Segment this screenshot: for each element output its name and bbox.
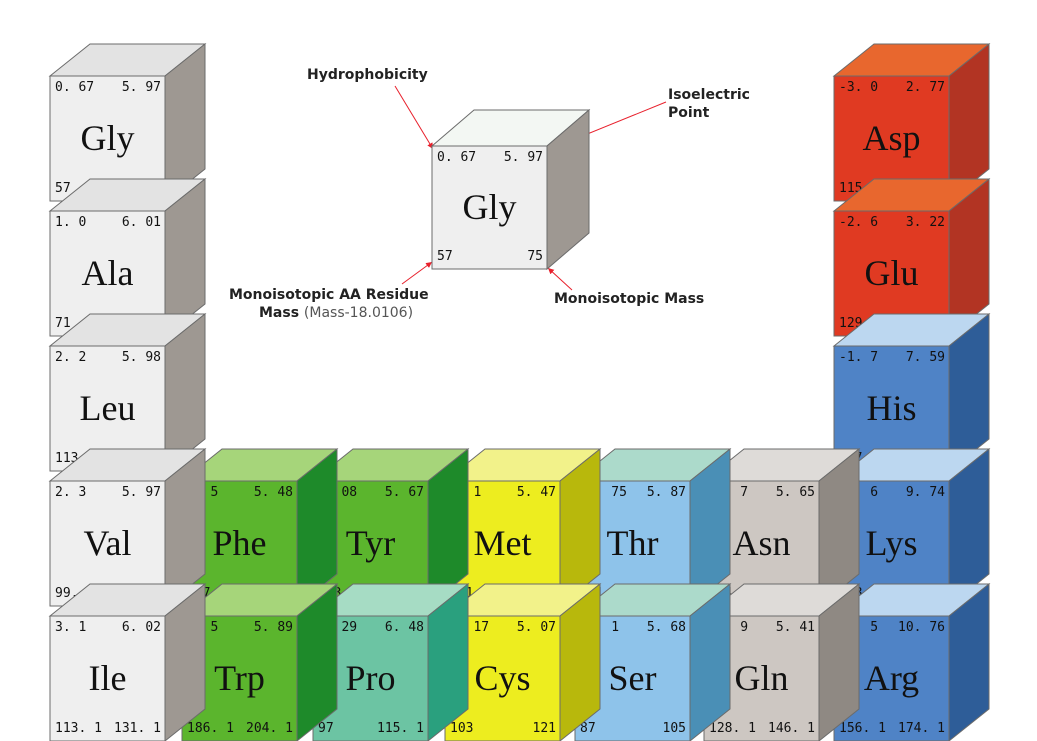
mono-mass-callout-label: Monoisotopic Mass xyxy=(554,291,705,307)
hydrophobicity-arrow xyxy=(394,85,434,150)
amino-acid-symbol: Ile xyxy=(88,657,127,698)
residue-mass-value: 113. 1 xyxy=(55,721,102,736)
residue-mass-callout: Monoisotopic AA Residue Mass (Mass-18.01… xyxy=(229,286,429,322)
legend-cube: Gly 0. 67 5. 97 57 75 xyxy=(430,108,591,271)
isoelectric-point-value: 3. 22 xyxy=(905,215,945,230)
residue-mass-callout-line1: Monoisotopic AA Residue xyxy=(229,287,429,303)
element-cube-asp: Asp-3. 02. 77115133 xyxy=(832,42,991,203)
amino-acid-symbol: Cys xyxy=(474,657,531,698)
amino-acid-symbol: Gly xyxy=(462,186,517,227)
mono-mass-callout: Monoisotopic Mass xyxy=(554,290,704,308)
mono-mass-value: 105 xyxy=(662,721,686,736)
amino-acid-symbol: Lys xyxy=(865,522,918,563)
isoelectric-point-value: 5. 67 xyxy=(384,485,424,500)
element-cube-his: His-1. 77. 59137. 1155. 1 xyxy=(832,312,991,473)
element-cube-glu: Glu-2. 63. 22129147 xyxy=(832,177,991,338)
mono-mass-value: 121 xyxy=(532,721,556,736)
isoelectric-point-value: 5. 89 xyxy=(253,620,293,635)
isoelectric-point-value: 5. 65 xyxy=(775,485,815,500)
hydrophobicity-value: -1. 7 xyxy=(839,350,879,365)
mono-mass-arrow xyxy=(547,267,573,291)
amino-acid-symbol: Met xyxy=(473,522,532,563)
cube-front-face xyxy=(49,615,166,741)
isoelectric-point-value: 5. 98 xyxy=(121,350,161,365)
isoelectric-callout-line2: Point xyxy=(668,105,710,121)
amino-acid-symbol: His xyxy=(866,387,917,428)
residue-mass-arrow xyxy=(401,261,433,285)
hydrophobicity-value: -3. 0 xyxy=(839,80,879,95)
residue-mass-value: 129 xyxy=(839,316,863,331)
hydrophobicity-callout: Hydrophobicity xyxy=(307,66,428,84)
isoelectric-point-value: 6. 02 xyxy=(121,620,161,635)
mono-mass-value: 131. 1 xyxy=(114,721,161,736)
element-cube-asn: Asn-2. 75. 65114132 xyxy=(702,447,861,608)
amino-acid-symbol: Ala xyxy=(81,252,134,293)
amino-acid-symbol: Asp xyxy=(862,117,921,158)
isoelectric-point-value: 5. 48 xyxy=(253,485,293,500)
residue-mass-value: 57 xyxy=(55,181,71,196)
hydrophobicity-value: -2. 6 xyxy=(839,215,879,230)
mono-mass-value: 75 xyxy=(527,249,543,264)
hydrophobicity-value: 3. 1 xyxy=(55,620,87,635)
hydrophobicity-value: 0. 67 xyxy=(437,150,477,165)
mono-mass-value: 115. 1 xyxy=(377,721,424,736)
isoelectric-point-value: 7. 59 xyxy=(905,350,945,365)
amino-acid-symbol: Tyr xyxy=(345,522,396,563)
amino-acid-symbol: Glu xyxy=(864,252,919,293)
amino-acid-symbol: Gln xyxy=(734,657,789,698)
amino-acid-symbol: Pro xyxy=(345,657,396,698)
residue-mass-value: 57 xyxy=(437,249,453,264)
hydrophobicity-value: 2. 2 xyxy=(55,350,87,365)
isoelectric-callout: Isoelectric Point xyxy=(668,86,750,122)
mono-mass-value: 146. 1 xyxy=(768,721,815,736)
isoelectric-point-value: 5. 41 xyxy=(775,620,815,635)
residue-mass-callout-note: (Mass-18.0106) xyxy=(303,305,414,321)
amino-acid-symbol: Val xyxy=(83,522,132,563)
isoelectric-point-value: 5. 87 xyxy=(646,485,686,500)
amino-acid-symbol: Phe xyxy=(212,522,267,563)
amino-acid-symbol: Ser xyxy=(608,657,657,698)
isoelectric-point-value: 2. 77 xyxy=(905,80,945,95)
isoelectric-point-value: 5. 97 xyxy=(503,150,543,165)
residue-mass-callout-line2: Mass xyxy=(259,305,300,321)
amino-acid-symbol: Trp xyxy=(214,657,265,698)
amino-acid-symbol: Gly xyxy=(80,117,135,158)
amino-acid-symbol: Leu xyxy=(79,387,136,428)
hydrophobicity-callout-label: Hydrophobicity xyxy=(307,67,428,83)
amino-acid-symbol: Thr xyxy=(606,522,659,563)
isoelectric-point-value: 5. 97 xyxy=(121,485,161,500)
mono-mass-value: 174. 1 xyxy=(898,721,945,736)
isoelectric-point-value: 5. 47 xyxy=(516,485,556,500)
residue-mass-value: 71 xyxy=(55,316,71,331)
hydrophobicity-value: 2. 3 xyxy=(55,485,87,500)
isoelectric-callout-line1: Isoelectric xyxy=(668,87,750,103)
element-cube-ile: Ile 3. 1 6. 02 113. 1 131. 1 xyxy=(48,582,207,741)
isoelectric-point-value: 9. 74 xyxy=(905,485,945,500)
isoelectric-point-value: 6. 48 xyxy=(384,620,424,635)
cube-front-face xyxy=(431,145,548,270)
isoelectric-point-value: 5. 07 xyxy=(516,620,556,635)
residue-mass-value: 115 xyxy=(839,181,863,196)
hydrophobicity-value: 0. 67 xyxy=(55,80,95,95)
isoelectric-point-value: 5. 68 xyxy=(646,620,686,635)
amino-acid-symbol: Asn xyxy=(732,522,791,563)
isoelectric-point-value: 10. 76 xyxy=(898,620,945,635)
hydrophobicity-value: 1. 0 xyxy=(55,215,87,230)
mono-mass-value: 204. 1 xyxy=(246,721,293,736)
amino-acid-symbol: Arg xyxy=(863,657,920,698)
isoelectric-point-value: 6. 01 xyxy=(121,215,161,230)
isoelectric-point-value: 5. 97 xyxy=(121,80,161,95)
